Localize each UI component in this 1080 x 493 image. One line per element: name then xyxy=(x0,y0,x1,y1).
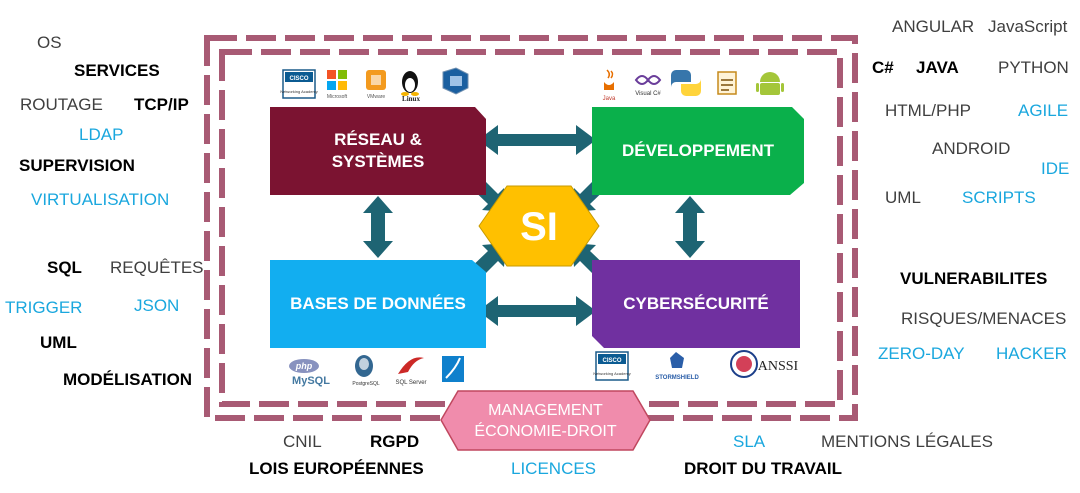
logos-cyber xyxy=(595,350,758,381)
python-icon xyxy=(671,70,701,96)
logo-cisco-cyber-sub: Networking Academy xyxy=(593,371,631,376)
word-sla: SLA xyxy=(733,432,766,451)
management-line1: MANAGEMENT xyxy=(488,401,603,419)
php-mysql-icon xyxy=(289,359,319,373)
word-hacker: HACKER xyxy=(996,344,1067,363)
stormshield-icon xyxy=(670,352,684,368)
word-angular: ANGULAR xyxy=(892,17,975,36)
word-lois-europeennes: LOIS EUROPÉENNES xyxy=(249,459,424,478)
word-python: PYTHON xyxy=(998,58,1069,77)
java-icon xyxy=(604,69,614,90)
logo-php-text: php xyxy=(295,361,313,371)
word-routage: ROUTAGE xyxy=(20,95,103,114)
logo-anssi-text: ANSSI xyxy=(758,359,799,374)
word-licences: LICENCES xyxy=(511,459,597,478)
cyber-label: CYBERSÉCURITÉ xyxy=(623,294,769,313)
cisco-logo-cyber-band xyxy=(598,354,626,364)
box-bases-de-donnees xyxy=(270,260,486,348)
word-sql: SQL xyxy=(47,258,82,277)
word-supervision: SUPERVISION xyxy=(19,156,135,175)
management-label: MANAGEMENT ÉCONOMIE-DROIT xyxy=(441,391,650,450)
word-rgpd: RGPD xyxy=(370,432,420,451)
logo-sqlserver-sub: SQL Server xyxy=(395,380,426,386)
si-hexagon xyxy=(478,185,600,267)
word-requetes: REQUÊTES xyxy=(110,258,204,277)
cisco-logo-band xyxy=(285,72,313,82)
word-csharp: C# xyxy=(872,58,894,77)
box-developpement xyxy=(592,107,804,195)
arrow-reseau-bdd xyxy=(363,196,393,258)
word-cnil: CNIL xyxy=(283,432,322,451)
sqlite-icon xyxy=(442,356,464,382)
word-android: ANDROID xyxy=(932,139,1011,158)
sqlserver-icon xyxy=(398,357,424,374)
arrow-bdd-cyber xyxy=(478,296,596,326)
vmware-icon xyxy=(366,70,386,90)
word-uml-right: UML xyxy=(885,188,921,207)
logo-stormshield-text: STORMSHIELD xyxy=(655,375,699,381)
arrow-reseau-dev xyxy=(478,125,596,155)
visual-csharp-icon xyxy=(634,75,662,85)
reseau-label-line1: RÉSEAU & xyxy=(334,130,422,149)
word-javascript: JavaScript xyxy=(988,17,1068,36)
uml-icon xyxy=(717,71,737,95)
logo-visualc-sub: Visual C# xyxy=(635,91,661,97)
word-risques: RISQUES/MENACES xyxy=(901,309,1067,328)
box-management xyxy=(440,390,651,451)
logos-bdd xyxy=(289,355,464,382)
logo-cisco-text: CISCO xyxy=(289,76,308,82)
logo-mysql-text: MySQL xyxy=(292,375,330,387)
management-line2: ÉCONOMIE-DROIT xyxy=(474,422,617,440)
word-agile: AGILE xyxy=(1018,101,1069,120)
logo-vmware-sub: VMware xyxy=(367,94,386,100)
word-virtualisation: VIRTUALISATION xyxy=(31,190,170,209)
word-trigger: TRIGGER xyxy=(5,298,83,317)
word-scripts: SCRIPTS xyxy=(962,188,1036,207)
word-mentions-legales: MENTIONS LÉGALES xyxy=(821,432,993,451)
box-reseau-systemes xyxy=(270,107,486,195)
logo-microsoft-sub: Microsoft xyxy=(327,94,348,100)
android-icon xyxy=(756,72,784,95)
reseau-label: RÉSEAU & SYSTÈMES xyxy=(270,107,486,195)
word-java: JAVA xyxy=(916,58,959,77)
logos-dev xyxy=(604,69,784,96)
linux-tux-icon xyxy=(401,71,419,96)
logo-cisco-cyber-text: CISCO xyxy=(602,358,621,364)
logo-postgres-sub: PostgreSQL xyxy=(352,381,379,387)
dev-label: DÉVELOPPEMENT xyxy=(621,141,775,160)
word-modelisation: MODÉLISATION xyxy=(63,370,193,389)
box-cybersecurite xyxy=(592,260,800,348)
word-vulnerabilites: VULNERABILITES xyxy=(900,269,1048,288)
word-services: SERVICES xyxy=(74,61,160,80)
si-label: SI xyxy=(520,205,558,249)
word-zeroday: ZERO-DAY xyxy=(878,344,965,363)
logo-java-sub: Java xyxy=(603,96,616,102)
anssi-icon xyxy=(730,350,758,378)
word-tcpip: TCP/IP xyxy=(134,95,189,114)
logo-cisco-sub: Networking Academy xyxy=(280,89,318,94)
word-ide: IDE xyxy=(1041,159,1070,178)
reseau-label-line2: SYSTÈMES xyxy=(331,152,425,171)
bdd-label: BASES DE DONNÉES xyxy=(290,294,466,313)
word-os: OS xyxy=(37,33,62,52)
word-droit-du-travail: DROIT DU TRAVAIL xyxy=(684,459,843,478)
virtualbox-icon xyxy=(442,67,469,95)
word-ldap: LDAP xyxy=(79,125,124,144)
postgresql-icon xyxy=(355,355,373,377)
word-uml-left: UML xyxy=(40,333,77,352)
word-json: JSON xyxy=(134,296,180,315)
arrow-dev-cyber xyxy=(675,196,705,258)
microsoft-icon xyxy=(327,70,347,90)
logo-linux-sub: Linux xyxy=(402,95,420,103)
word-htmlphp: HTML/PHP xyxy=(885,101,971,120)
logos-reseau xyxy=(282,67,469,99)
frame-inner xyxy=(219,49,843,407)
